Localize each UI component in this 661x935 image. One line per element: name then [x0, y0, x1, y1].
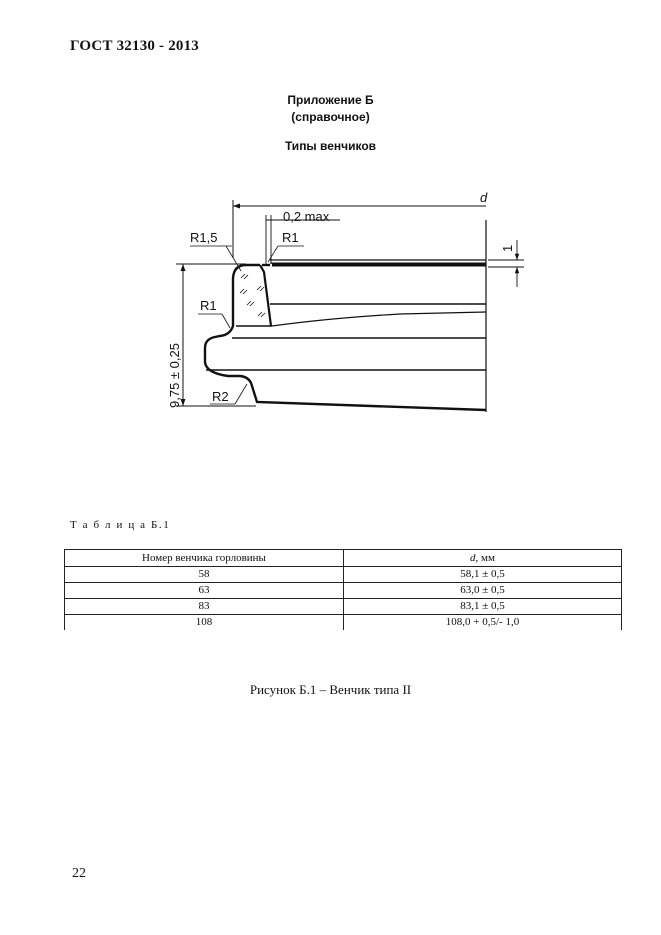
cell-diameter: 83,1 ± 0,5 [343, 598, 622, 615]
inner-wall-line [259, 264, 273, 327]
label-gap: 0,2 max [283, 209, 330, 224]
section-title: Типы венчиков [284, 139, 377, 153]
outer-profile-line [203, 263, 487, 412]
cell-number: 83 [64, 598, 344, 615]
page-number: 22 [72, 866, 86, 881]
cell-diameter: 63,0 ± 0,5 [343, 582, 622, 599]
label-height: 9,75 ± 0,25 [167, 343, 182, 408]
appendix-note: (справочное) [291, 110, 370, 124]
table-row: 83 83,1 ± 0,5 [64, 598, 622, 615]
crown-profile-drawing: d 0,2 max R1,5 R1 R1 R2 9,75 ± 0,25 1 [167, 190, 524, 412]
label-thickness: 1 [500, 245, 515, 252]
cell-diameter: 108,0 + 0,5/- 1,0 [343, 614, 622, 630]
header-diameter-symbol: d [470, 551, 476, 564]
table-row: 63 63,0 ± 0,5 [64, 582, 622, 599]
cell-number: 63 [64, 582, 344, 599]
label-r15: R1,5 [190, 230, 217, 245]
appendix-title: Приложение Б [287, 93, 374, 107]
crown-table: Номер венчика горловины d, мм 58 58,1 ± … [64, 549, 622, 630]
figure-caption: Рисунок Б.1 – Венчик типа II [249, 682, 412, 697]
cell-diameter: 58,1 ± 0,5 [343, 566, 622, 583]
table-row: 108 108,0 + 0,5/- 1,0 [64, 614, 622, 630]
cell-number: 58 [64, 566, 344, 583]
table-row: 58 58,1 ± 0,5 [64, 566, 622, 583]
header-diameter: d, мм [343, 549, 622, 567]
cell-number: 108 [64, 614, 344, 630]
table-caption: Т а б л и ц а Б.1 [70, 519, 171, 531]
header-diameter-unit: , мм [475, 551, 495, 564]
standard-header: ГОСТ 32130 - 2013 [70, 38, 200, 54]
label-r2: R2 [212, 389, 229, 404]
label-r1-side: R1 [200, 298, 217, 313]
label-r1-top: R1 [282, 230, 299, 245]
header-number: Номер венчика горловины [64, 549, 344, 567]
label-diameter: d [480, 190, 488, 205]
